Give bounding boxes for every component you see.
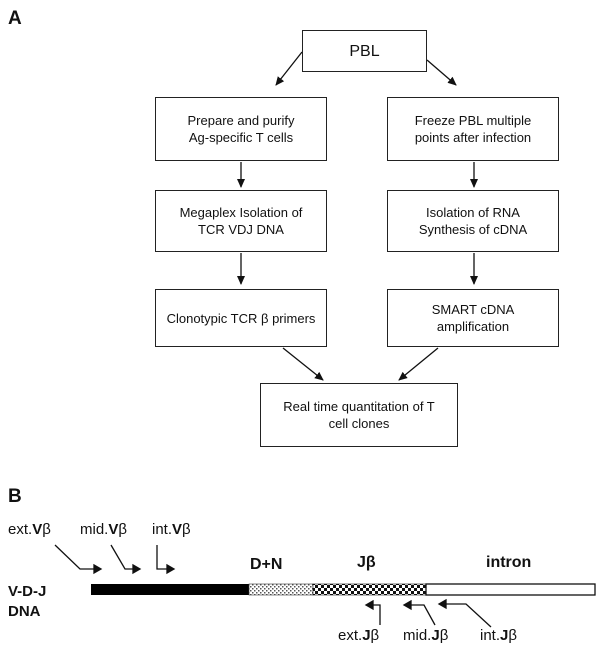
arrow-left3-final (282, 347, 324, 381)
primer-ext-jb-label: ext.Jβ (338, 627, 380, 644)
primer-ext-jb-arrow (364, 599, 381, 625)
segment-dn-label: D+N (250, 556, 283, 573)
box-smart-amplification: SMART cDNA amplification (387, 289, 559, 347)
primer-int-vb-arrow (156, 545, 176, 575)
panel-a-letter: A (8, 8, 22, 29)
box-prepare-purify: Prepare and purify Ag-specific T cells (155, 97, 327, 161)
arrow-right3-final (398, 347, 439, 381)
primer-mid-jb-arrow (402, 599, 436, 626)
box-isolation-rna: Isolation of RNA Synthesis of cDNA (387, 190, 559, 252)
vdj-dna-label: V-D-J DNA (8, 583, 47, 620)
segment-intron-label: intron (486, 554, 532, 571)
dn-segment (248, 583, 314, 596)
primer-int-jb-arrow (437, 598, 492, 628)
primer-int-jb-label: int.Jβ (480, 627, 517, 644)
primer-ext-vb-arrow (54, 544, 103, 575)
primer-mid-jb-label: mid.Jβ (403, 627, 449, 644)
box-clonotypic-primers: Clonotypic TCR β primers (155, 289, 327, 347)
segment-jb-label: Jβ (357, 554, 376, 571)
box-real-time-quantitation: Real time quantitation of T cell clones (260, 383, 458, 447)
primer-mid-vb-arrow (110, 544, 142, 575)
arrow-pbl-right (426, 59, 457, 86)
primer-ext-vb-label: ext.Vβ (8, 521, 51, 538)
intron-segment (425, 583, 596, 596)
primer-int-vb-label: int.Vβ (152, 521, 191, 538)
primer-mid-vb-label: mid.Vβ (80, 521, 127, 538)
box-pbl: PBL (302, 30, 427, 72)
panel-b-letter: B (8, 486, 22, 507)
box-megaplex: Megaplex Isolation of TCR VDJ DNA (155, 190, 327, 252)
v-segment (91, 584, 249, 595)
j-segment (312, 583, 427, 596)
box-freeze-pbl: Freeze PBL multiple points after infecti… (387, 97, 559, 161)
arrow-pbl-left (275, 51, 303, 86)
